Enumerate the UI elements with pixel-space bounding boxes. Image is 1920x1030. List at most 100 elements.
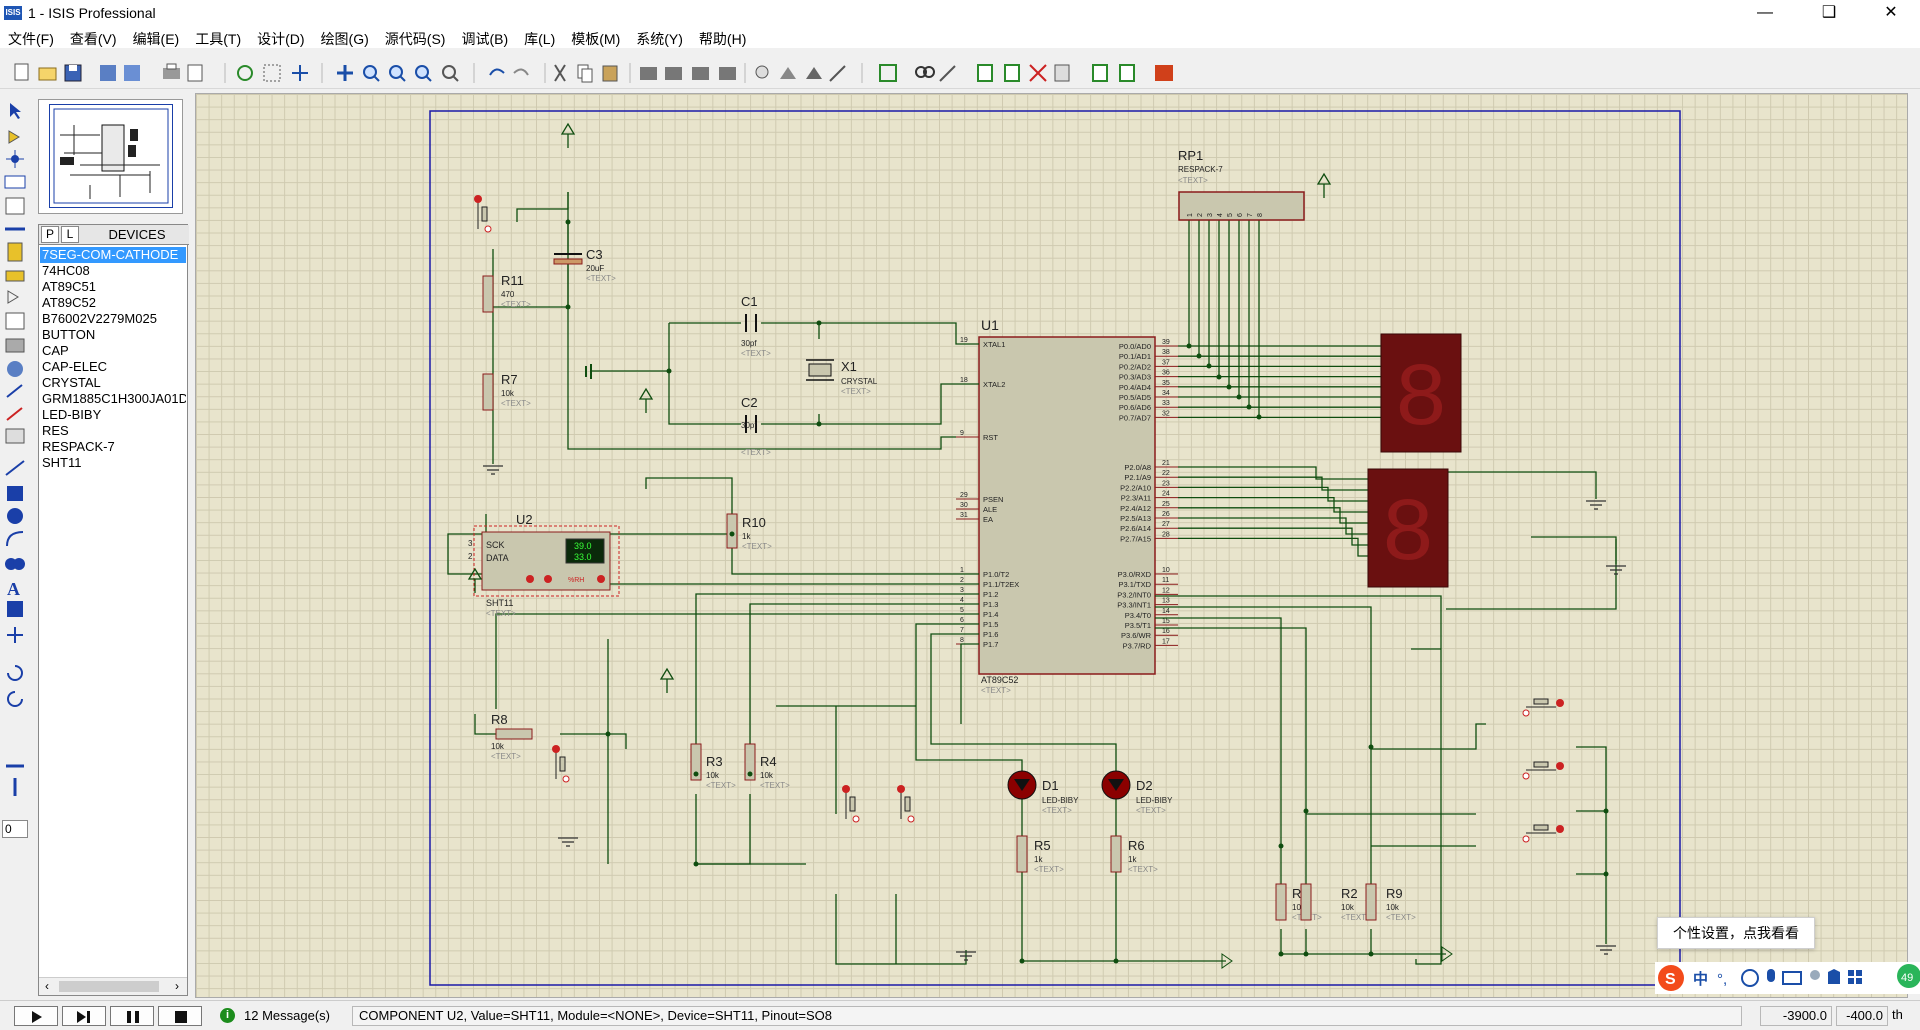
r9-resistor[interactable]: R9 10k <TEXT>	[1365, 883, 1416, 922]
rotation-field[interactable]: 0	[2, 820, 28, 838]
play-button[interactable]	[14, 1006, 58, 1026]
rotate-clockwise-icon[interactable]	[7, 665, 23, 681]
u2-sht11-sensor[interactable]: U2 SCK DATA 3 2 39.0 33.0 %RH SHT11 <TEX…	[468, 512, 620, 618]
terminals-icon[interactable]	[5, 270, 25, 282]
device-item[interactable]: B76002V2279M025	[42, 311, 157, 326]
seven-segment-display-1[interactable]: 8	[1380, 333, 1462, 453]
area-icon[interactable]	[187, 64, 203, 82]
device-item[interactable]: CAP	[42, 343, 69, 358]
device-item[interactable]: BUTTON	[42, 327, 96, 342]
d1-led[interactable]: D1 LED-BIBY <TEXT>	[1007, 770, 1079, 815]
push-button[interactable]	[897, 785, 915, 823]
component-mode-icon[interactable]	[8, 130, 20, 144]
d2-led[interactable]: D2 LED-BIBY <TEXT>	[1101, 770, 1173, 815]
pan-icon[interactable]	[337, 65, 353, 81]
menu-tools[interactable]: 工具(T)	[195, 31, 242, 47]
device-item[interactable]: CAP-ELEC	[42, 359, 108, 374]
menu-view[interactable]: 查看(V)	[69, 31, 117, 47]
selection-mode-icon[interactable]	[10, 103, 21, 119]
wire-autorouter-icon[interactable]	[879, 64, 897, 82]
zoom-out-icon[interactable]	[389, 65, 406, 82]
device-item[interactable]: RESPACK-7	[42, 439, 115, 454]
r3-resistor[interactable]: R3 10k <TEXT>	[690, 743, 736, 790]
origin-icon[interactable]	[292, 65, 308, 81]
scroll-left-icon[interactable]: ‹	[45, 979, 49, 993]
tape-recorder-icon[interactable]	[5, 338, 25, 353]
r10-resistor[interactable]: R10 1k <TEXT>	[726, 513, 772, 551]
circle-tool-icon[interactable]	[7, 508, 23, 524]
graph-mode-icon[interactable]	[5, 312, 25, 330]
voltage-probe-icon[interactable]	[6, 384, 23, 398]
block-copy-icon[interactable]	[640, 67, 657, 80]
make-device-icon[interactable]	[780, 67, 796, 79]
ime-tooltip[interactable]: 个性设置，点我看看	[1657, 917, 1815, 949]
search-tag-icon[interactable]	[915, 66, 935, 78]
device-item[interactable]: CRYSTAL	[42, 375, 101, 390]
pick-devices-button[interactable]: P	[41, 226, 59, 243]
line-tool-icon[interactable]	[5, 460, 25, 476]
device-item[interactable]: RES	[42, 423, 69, 438]
block-move-icon[interactable]	[665, 67, 682, 80]
wire-label-icon[interactable]	[4, 175, 26, 189]
r6-resistor[interactable]: R6 1k <TEXT>	[1110, 835, 1158, 874]
subcircuit-icon[interactable]	[7, 242, 23, 262]
refresh-icon[interactable]	[237, 65, 253, 81]
device-item[interactable]: 74HC08	[42, 263, 90, 278]
path-tool-icon[interactable]	[5, 558, 25, 570]
device-pins-icon[interactable]	[7, 290, 19, 304]
new-sheet-icon[interactable]	[1004, 64, 1020, 82]
undo-icon[interactable]	[489, 68, 505, 76]
device-list-scrollbar[interactable]: ‹ ›	[39, 977, 187, 995]
minimize-button[interactable]: —	[1757, 4, 1773, 21]
pick-device-icon[interactable]	[755, 65, 769, 79]
user-icon[interactable]	[1810, 970, 1820, 980]
export-section-icon[interactable]	[124, 65, 140, 81]
c2-capacitor[interactable]: C2 30pf <TEXT>	[741, 395, 771, 457]
import-section-icon[interactable]	[100, 65, 116, 81]
menu-source[interactable]: 源代码(S)	[384, 31, 446, 47]
r4-resistor[interactable]: R4 10k <TEXT>	[744, 743, 790, 790]
push-button[interactable]	[1522, 698, 1564, 717]
push-button[interactable]	[1522, 824, 1564, 843]
emoji-icon[interactable]	[1741, 969, 1759, 987]
menu-design[interactable]: 设计(D)	[257, 31, 305, 47]
symbol-tool-icon[interactable]	[7, 601, 23, 617]
block-rotate-icon[interactable]	[692, 67, 709, 80]
push-buttons[interactable]	[474, 195, 1564, 843]
rotate-anticlockwise-icon[interactable]	[7, 691, 23, 707]
sogou-logo-icon[interactable]: S	[1658, 965, 1684, 991]
library-manager-button[interactable]: L	[61, 226, 79, 243]
microphone-icon[interactable]	[1767, 969, 1775, 982]
r5-resistor[interactable]: R5 1k <TEXT>	[1016, 835, 1064, 874]
push-button[interactable]	[474, 195, 492, 233]
electrical-check-icon[interactable]	[1119, 64, 1135, 82]
overview-window[interactable]	[38, 99, 183, 214]
menu-system[interactable]: 系统(Y)	[636, 31, 683, 47]
r11-resistor[interactable]: R11 470 <TEXT>	[482, 273, 531, 313]
overview-viewport[interactable]	[49, 104, 173, 208]
virtual-instruments-icon[interactable]	[5, 428, 25, 444]
menu-graph[interactable]: 绘图(G)	[320, 31, 369, 47]
r8-resistor[interactable]: R8 10k <TEXT>	[491, 712, 533, 761]
remove-sheet-icon[interactable]	[1029, 64, 1047, 82]
copy-icon[interactable]	[577, 64, 593, 83]
messages-indicator[interactable]: i 12 Message(s)	[218, 1006, 338, 1026]
seven-segment-display-2[interactable]: 8	[1367, 468, 1449, 588]
push-button[interactable]	[1522, 761, 1564, 780]
device-item[interactable]: AT89C51	[42, 279, 96, 294]
zoom-area-icon[interactable]	[442, 65, 459, 82]
decompose-icon[interactable]	[829, 65, 846, 82]
device-item[interactable]: 7SEG-COM-CATHODE	[40, 247, 186, 263]
menu-library[interactable]: 库(L)	[524, 31, 556, 47]
menu-edit[interactable]: 编辑(E)	[132, 31, 180, 47]
pause-button[interactable]	[110, 1006, 154, 1026]
ime-toolbar[interactable]: S 中 °, 49	[1655, 962, 1920, 994]
punctuation-icon[interactable]: °,	[1717, 971, 1727, 988]
grid-icon[interactable]	[263, 64, 281, 82]
packaging-tool-icon[interactable]	[806, 67, 822, 79]
paste-icon[interactable]	[602, 65, 618, 82]
scroll-thumb[interactable]	[59, 981, 159, 992]
